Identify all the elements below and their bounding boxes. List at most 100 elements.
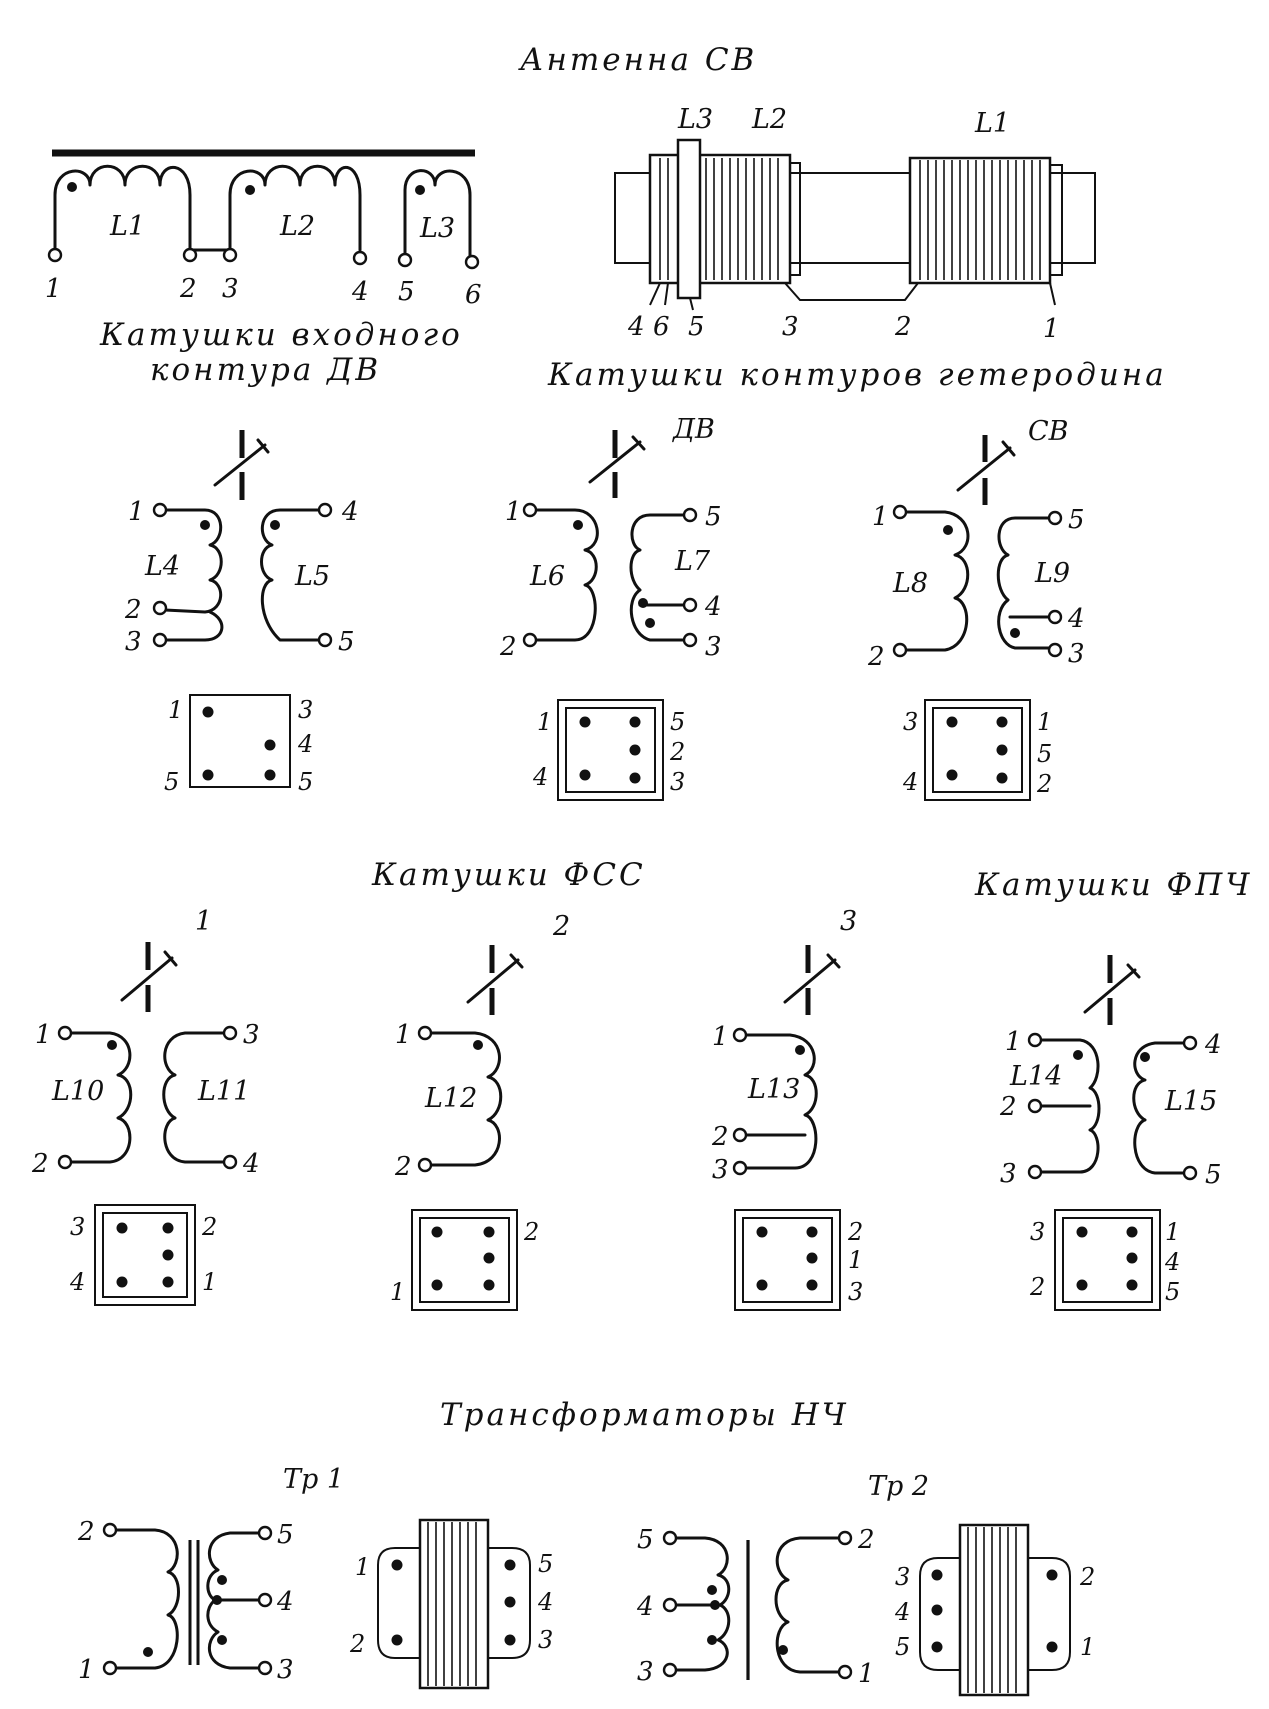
polarity-dot [212, 1595, 222, 1605]
transformer-tr2: Тр 2 5 4 3 2 1 [636, 1471, 929, 1689]
svg-text:2: 2 [201, 1213, 217, 1241]
terminal [152, 502, 168, 518]
terminal [732, 1027, 748, 1043]
pin-number: 1 [45, 274, 62, 304]
svg-text:4: 4 [532, 763, 548, 791]
terminal [1047, 642, 1063, 658]
pin-number: 5 [637, 1525, 654, 1555]
rod-coil-label: L3 [677, 104, 713, 135]
pin-number: 3 [125, 627, 142, 657]
svg-text:3: 3 [538, 1626, 553, 1654]
pin-number: 2 [894, 312, 912, 342]
terminal [222, 1154, 238, 1170]
terminal [837, 1530, 853, 1546]
fss-number: 1 [195, 906, 212, 937]
terminal [1027, 1164, 1043, 1180]
pin-number: 1 [858, 1659, 875, 1689]
terminal [522, 502, 538, 518]
terminal [662, 1597, 678, 1613]
polarity-dot [107, 1040, 117, 1050]
pin-number: 2 [179, 274, 197, 304]
coil-l3-ring [676, 138, 702, 300]
svg-text:4: 4 [894, 1598, 910, 1626]
svg-text:5: 5 [1037, 740, 1052, 768]
terminal [662, 1662, 678, 1678]
terminal [222, 247, 238, 263]
antenna-coil-l3 [403, 169, 472, 260]
coil-base-1: 1 5 3 4 5 [164, 694, 313, 796]
terminal [892, 504, 908, 520]
terminal [317, 632, 333, 648]
svg-text:4: 4 [902, 768, 918, 796]
coil-base-3: 3 4 1 5 2 [902, 699, 1052, 801]
terminal [522, 632, 538, 648]
terminal [1182, 1165, 1198, 1181]
terminal [1027, 1032, 1043, 1048]
pin-number: 5 [398, 277, 415, 307]
terminal [257, 1660, 273, 1676]
pin-number: 6 [653, 312, 670, 342]
terminal [837, 1664, 853, 1680]
svg-text:5: 5 [895, 1633, 910, 1661]
svg-text:1: 1 [390, 1278, 405, 1306]
title-input-coils-line2: контура ДВ [150, 352, 381, 388]
svg-text:4: 4 [69, 1268, 85, 1296]
pin-number: 1 [395, 1020, 412, 1050]
polarity-dot [707, 1635, 717, 1645]
pin-number: 4 [704, 592, 722, 622]
coil-base-fss-2: 1 2 [390, 1209, 539, 1311]
heterodyne-coil-dv: ДВ L6 L7 1 2 5 4 3 [499, 414, 722, 662]
terminal [1182, 1035, 1198, 1051]
pin-number: 2 [867, 642, 885, 672]
pin-number: 5 [1068, 505, 1085, 535]
terminal [732, 1127, 748, 1143]
svg-text:3: 3 [848, 1278, 863, 1306]
svg-text:1: 1 [168, 696, 183, 724]
terminal [317, 502, 333, 518]
terminal [682, 597, 698, 613]
polarity-dot [710, 1600, 720, 1610]
coil-label: L15 [1164, 1086, 1217, 1117]
coil-frame-left [648, 153, 792, 285]
pin-number: 5 [705, 502, 722, 532]
coil-l1-frame [908, 156, 1052, 285]
coil-label: L3 [419, 213, 455, 244]
pin-number: 5 [277, 1520, 294, 1550]
svg-text:5: 5 [298, 768, 313, 796]
input-coil-l4-l5: L4 L5 1 2 3 4 5 [124, 430, 359, 657]
polarity-dot [245, 185, 255, 195]
coil-base-fpch: 3 2 1 4 5 [1029, 1209, 1180, 1311]
title-fss-coils: Катушки ФСС [371, 857, 646, 893]
pin-number: 1 [78, 1655, 95, 1685]
ferrite-rod [614, 172, 1096, 264]
polarity-dot [1140, 1052, 1150, 1062]
svg-text:3: 3 [670, 768, 685, 796]
pin-number: 4 [1067, 604, 1085, 634]
rod-coil-label: L2 [751, 104, 787, 135]
fss-coil-2: 2 L12 1 2 [394, 911, 570, 1182]
pin-number: 3 [277, 1655, 294, 1685]
svg-text:1: 1 [1037, 708, 1052, 736]
pin-number: 5 [338, 627, 355, 657]
tuning-core-arrow [213, 438, 270, 487]
band-label: СВ [1028, 416, 1069, 447]
terminal [682, 507, 698, 523]
terminal [1047, 510, 1063, 526]
transformer-tr2-drawing: 3 4 5 2 1 [894, 1523, 1095, 1697]
antenna-coil-l1 [53, 164, 232, 252]
terminal [1027, 1098, 1043, 1114]
coil-label: L9 [1034, 558, 1070, 589]
coil-label: L2 [279, 211, 315, 242]
pin-number: 2 [999, 1092, 1017, 1122]
svg-text:1: 1 [1080, 1633, 1095, 1661]
pin-number: 1 [35, 1020, 52, 1050]
pin-number: 2 [857, 1525, 875, 1555]
coil-base-fss-1: 3 4 2 1 [69, 1204, 217, 1306]
terminal [662, 1530, 678, 1546]
pin-number: 2 [31, 1149, 49, 1179]
terminal [257, 1592, 273, 1608]
coil-label: L11 [197, 1076, 250, 1107]
fss-coil-3: 3 L13 1 2 3 [711, 906, 857, 1185]
svg-text:5: 5 [1165, 1278, 1180, 1306]
